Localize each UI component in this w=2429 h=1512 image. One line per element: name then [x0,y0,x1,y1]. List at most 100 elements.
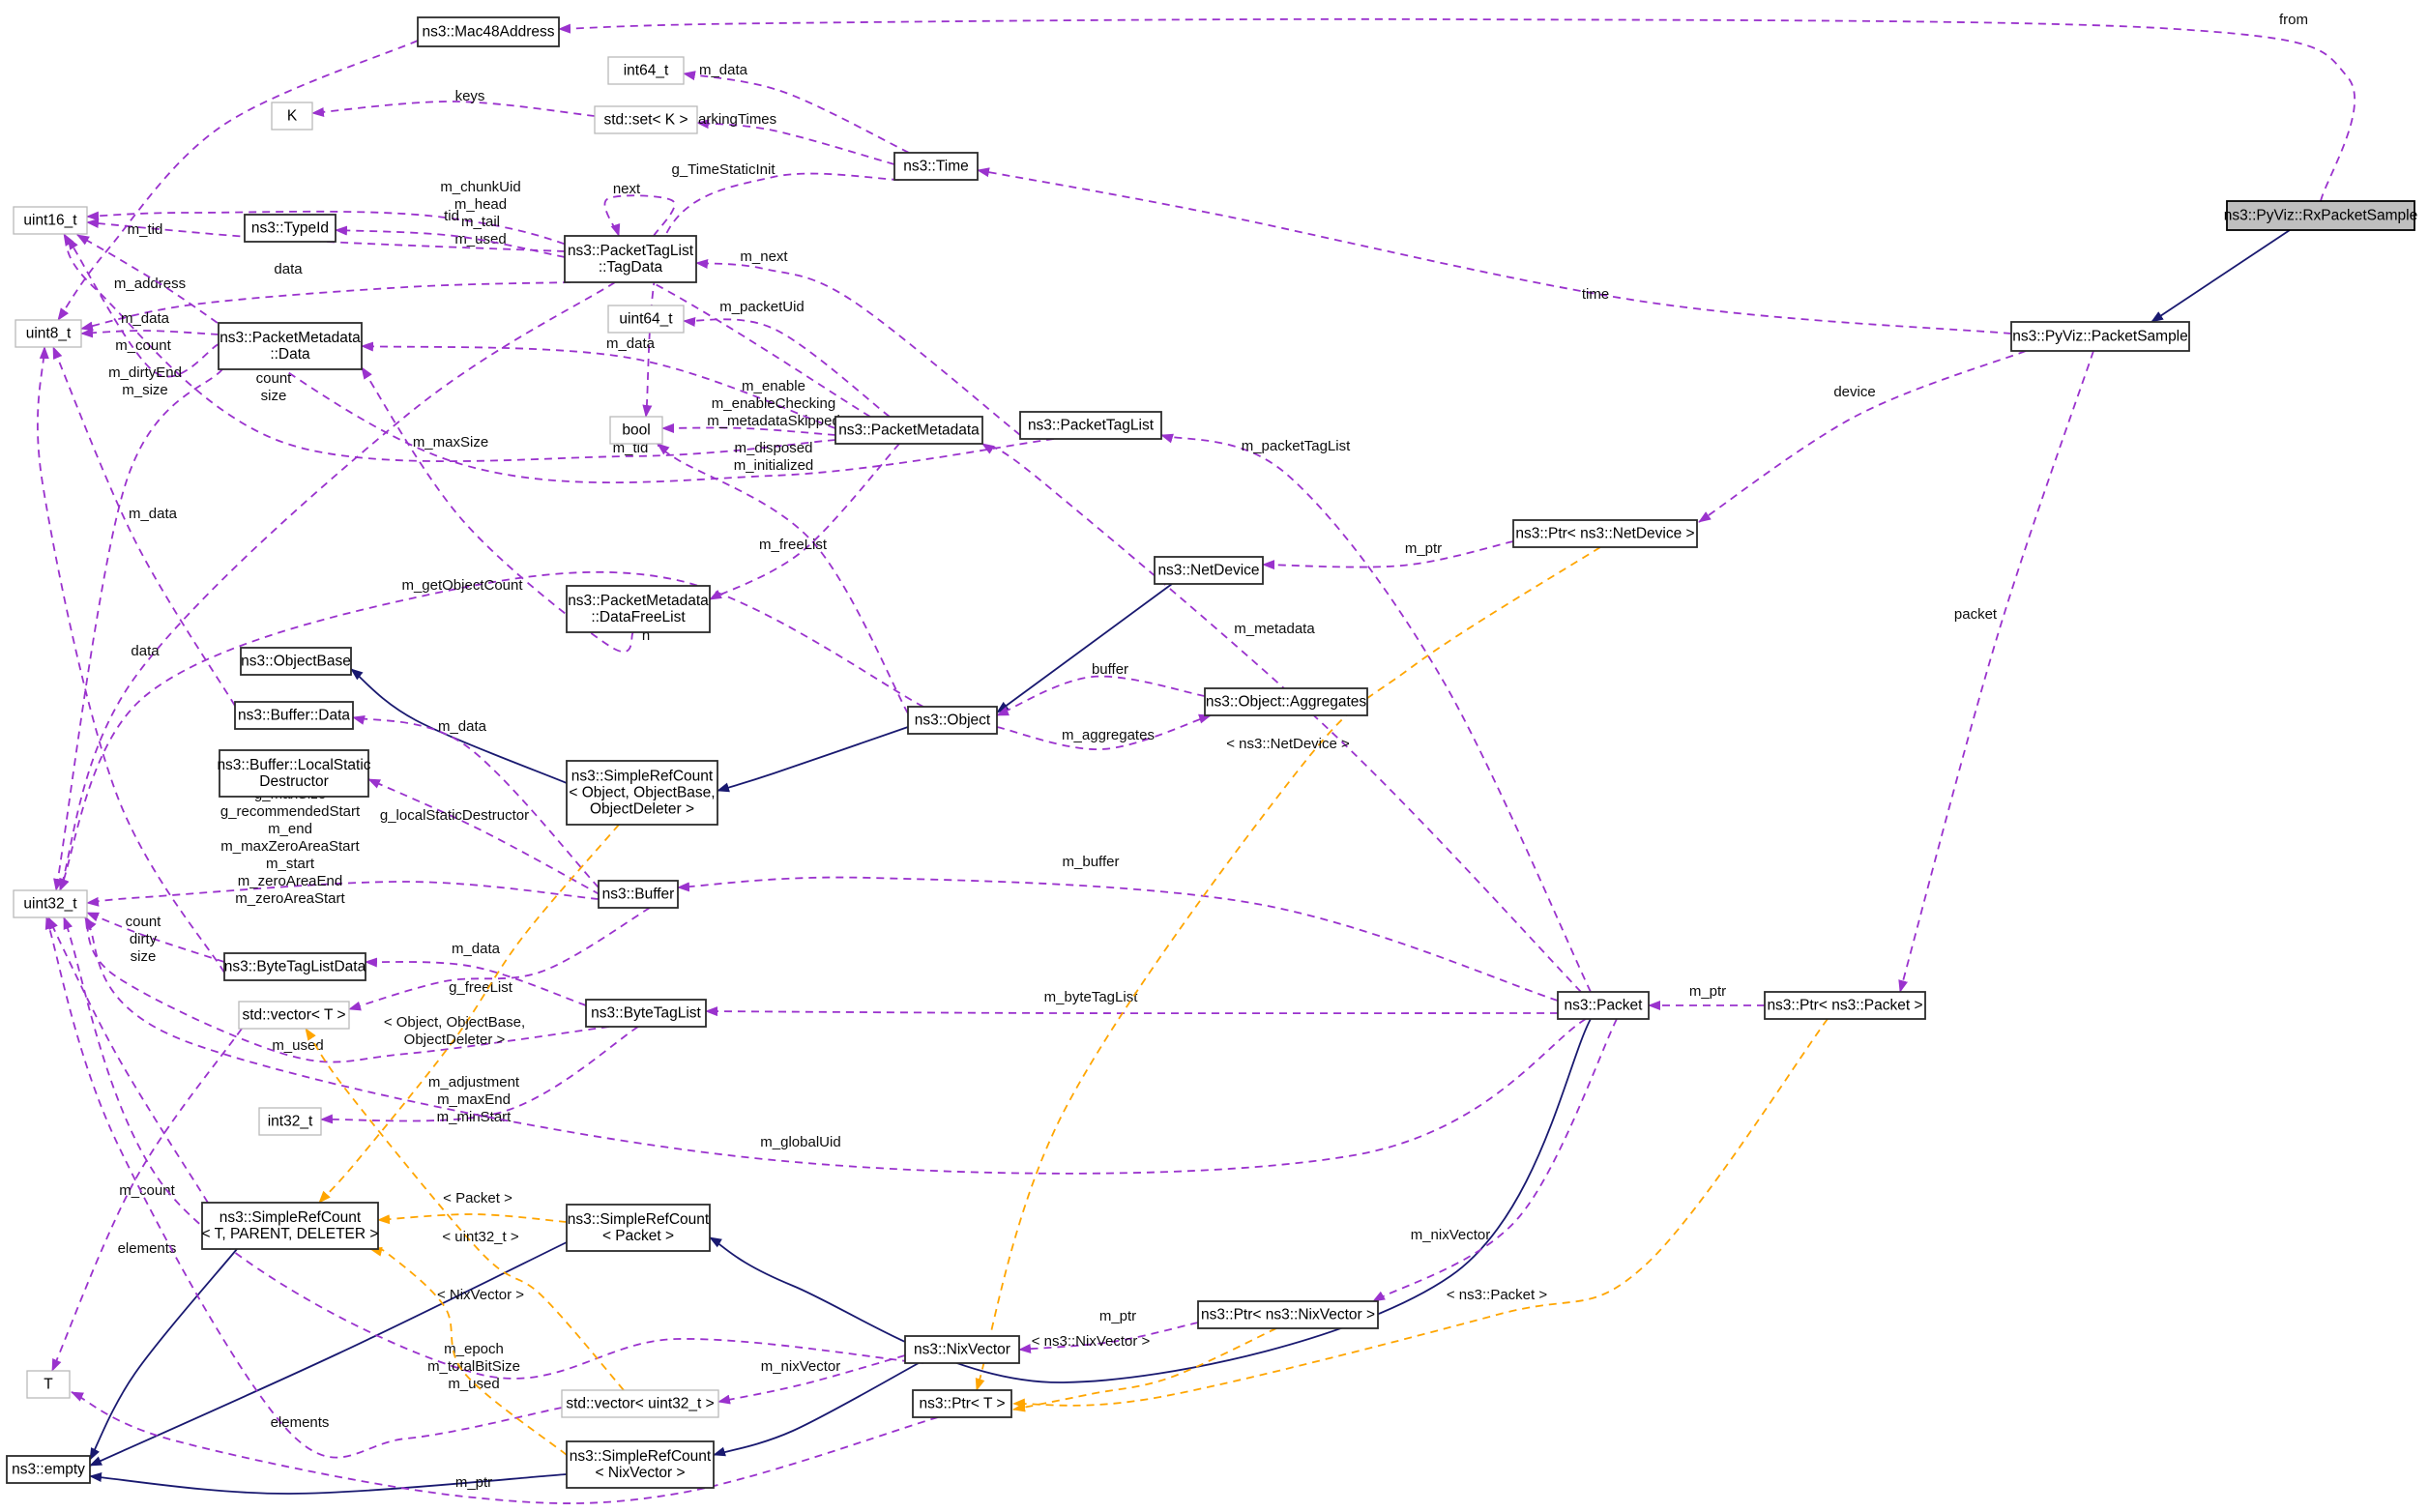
edge-pktmeta-pmddata [361,341,836,429]
class-node-ptrnd[interactable]: ns3::Ptr< ns3::NetDevice > [1512,519,1698,548]
edge-ptrnix-ptrt [1012,1327,1277,1412]
edge-packet-btl [705,1006,1559,1017]
edge-label-pmddata-uint16: m_dirtyEnd [108,364,182,381]
node-label: ns3::ByteTagListData [224,959,366,975]
edge-label-btl-btld: m_data [452,941,501,957]
class-node-buffer[interactable]: ns3::Buffer [598,880,679,909]
edge-pkttag-uint16 [76,234,1055,484]
edge-agg-obj [996,675,1206,716]
class-node-ptrnix[interactable]: ns3::Ptr< ns3::NixVector > [1197,1300,1379,1329]
edge-buffer-bufdata [352,714,600,888]
edge-label-pmddata-uint16: m_size [122,382,168,398]
edge-pmddata-uint32 [53,368,223,891]
class-node-srcpkt[interactable]: ns3::SimpleRefCount< Packet > [566,1204,711,1252]
class-node-bufdata[interactable]: ns3::Buffer::Data [234,701,354,730]
class-node-time[interactable]: ns3::Time [893,152,979,181]
edge-srcpkt-empty [89,1241,568,1467]
edge-tagdata-uint32 [59,281,616,891]
class-node-nix[interactable]: ns3::NixVector [904,1335,1020,1364]
class-node-pkttag[interactable]: ns3::PacketTagList [1019,411,1162,440]
class-node-mac48[interactable]: ns3::Mac48Address [417,16,560,47]
class-node-ptrpkt[interactable]: ns3::Ptr< ns3::Packet > [1764,991,1926,1020]
node-label: ns3::PacketMetadata [568,593,709,609]
edge-label-pktmeta-bool: m_enableChecking [712,395,835,412]
edge-nd-obj [996,583,1173,713]
class-node-agg[interactable]: ns3::Object::Aggregates [1204,687,1368,716]
edge-nix-srcnix [713,1362,920,1457]
class-node-uint8: uint8_t [15,319,82,348]
edge-label-btld-uint32: size [131,948,157,965]
class-node-ptrt[interactable]: ns3::Ptr< T > [912,1389,1012,1418]
edge-obj-agg [996,713,1212,750]
edge-label-btl-uint32: m_used [272,1037,323,1054]
edge-label-mac48-uint8: m_address [114,276,186,292]
edge-packet-uint32 [84,917,1587,1175]
class-node-pmddata[interactable]: ns3::PacketMetadata::Data [218,322,363,370]
node-label: ns3::PacketTagList [568,243,694,259]
edge-label-packet-buffer: m_buffer [1063,854,1120,870]
class-node-rxps[interactable]: ns3::PyViz::RxPacketSample [2224,200,2417,231]
edge-label-btl-int32: m_maxEnd [437,1091,511,1108]
edge-label-pkttag-uint16: m_maxSize [413,434,488,451]
edge-pktmeta-uint16 [86,210,871,418]
edge-mac48-uint8 [57,40,419,321]
class-node-srcnix[interactable]: ns3::SimpleRefCount< NixVector > [566,1440,715,1489]
class-node-srcgen[interactable]: ns3::SimpleRefCount< T, PARENT, DELETER … [201,1202,379,1250]
class-node-btld[interactable]: ns3::ByteTagListData [223,952,366,981]
edge-label-buffer-uint32: g_recommendedStart [220,803,361,820]
class-node-typeid[interactable]: ns3::TypeId [244,214,337,243]
edge-tagdata-tagdata [603,194,676,237]
class-node-obj[interactable]: ns3::Object [907,706,998,735]
class-node-dfl[interactable]: ns3::PacketMetadata::DataFreeList [566,585,711,633]
edge-label-ptrnd-ptrt: < ns3::NetDevice > [1226,736,1350,752]
edge-label-buffer-vect: g_freeList [449,979,513,996]
edge-label-buffer-bufdata: m_data [438,718,487,735]
class-node-pktmeta[interactable]: ns3::PacketMetadata [834,416,983,445]
class-node-empty[interactable]: ns3::empty [6,1455,91,1484]
node-label: uint8_t [26,326,72,342]
node-label: < Object, ObjectBase, [569,785,715,801]
node-label: ns3::NetDevice [1157,563,1259,579]
edge-label-srcobj-srcgen: ObjectDeleter > [404,1032,506,1048]
class-node-ob[interactable]: ns3::ObjectBase [240,647,352,676]
edge-srcgen-empty [89,1248,238,1461]
edge-label-buffer-uint32: m_zeroAreaEnd [238,873,342,889]
edge-label-packet-pkttag: m_packetTagList [1242,438,1351,454]
edge-label-nix-uint32: m_totalBitSize [427,1358,520,1375]
edge-vecu32-vect [305,1028,625,1391]
edge-label-buffer-uint32: m_zeroAreaStart [235,890,345,907]
node-label: std::set< K > [603,112,688,129]
class-node-k: K [271,102,313,131]
class-node-packet[interactable]: ns3::Packet [1557,991,1650,1020]
class-node-nd[interactable]: ns3::NetDevice [1154,556,1264,585]
edge-label-btld-uint8: data [131,643,160,659]
edge-label-obj-agg: m_aggregates [1062,727,1155,743]
edge-label-tagdata-uint8: data [274,261,303,277]
node-label: ns3::PacketTagList [1028,418,1155,434]
edge-label-nix-uint32: m_epoch [444,1341,504,1357]
edge-label-time-int64: m_data [699,62,748,78]
class-node-btl[interactable]: ns3::ByteTagList [585,999,707,1028]
node-label: ns3::PyViz::PacketSample [2012,329,2188,345]
node-label: ns3::empty [12,1462,85,1478]
class-node-tagdata[interactable]: ns3::PacketTagList::TagData [564,235,697,283]
class-node-vecu32: std::vector< uint32_t > [561,1389,719,1418]
edge-time-int64 [683,71,910,154]
edge-srcnix-empty [89,1472,568,1495]
class-node-srcobj[interactable]: ns3::SimpleRefCount< Object, ObjectBase,… [566,760,718,826]
edge-label-buffer-uint32: m_end [268,821,312,837]
node-label: ns3::SimpleRefCount [219,1209,362,1226]
edge-label-pktmeta-dfl: m_freeList [759,537,828,553]
edge-label-pmddata-uint32: m_count [115,337,171,354]
node-label: uint64_t [619,311,673,328]
edge-obj-uint32 [59,570,924,891]
edge-label-dfl-pmddata: n [642,627,650,644]
edge-buffer-uint32 [86,881,600,907]
edge-dfl-pmddata [361,366,634,654]
edge-label-pktmeta-bool: m_metadataSkipped [707,413,840,429]
class-node-ps[interactable]: ns3::PyViz::PacketSample [2010,321,2190,352]
node-label: ns3::NixVector [914,1342,1010,1358]
node-label: ns3::Buffer::LocalStatic [217,757,370,773]
